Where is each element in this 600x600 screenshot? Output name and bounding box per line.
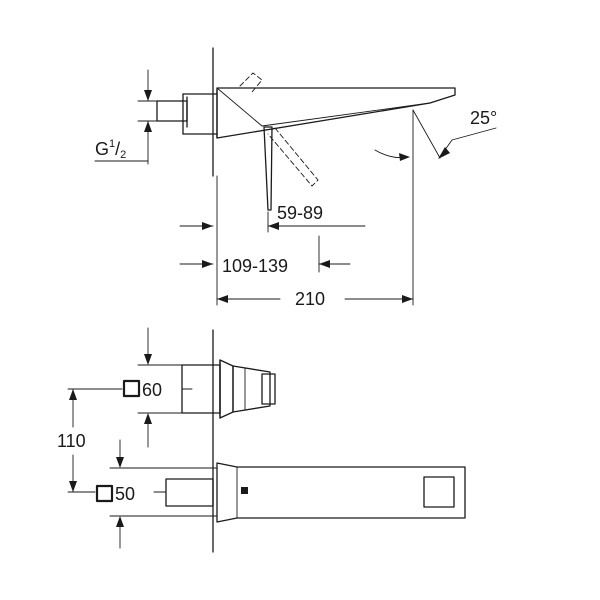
dimension-59-89: 59-89 [179, 203, 366, 233]
spout-side [216, 87, 456, 139]
handle-front [181, 359, 276, 419]
handle-size-dimension: 60 [67, 327, 193, 448]
front-view: 60 50 1 [57, 327, 466, 553]
wall-section-bottom [212, 329, 214, 553]
thread-label: G1/2 [95, 138, 126, 161]
inlet-pipe [156, 89, 218, 139]
wall-section-top [212, 47, 214, 177]
vertical-spacing-label: 110 [57, 431, 86, 451]
angle-annotation: 25° [374, 108, 497, 306]
side-view: G1/2 25° 59-89 109-139 [94, 47, 497, 309]
dimension-210-label: 210 [295, 289, 325, 309]
spout-size-dimension: 50 [95, 439, 218, 549]
lever-handle [239, 72, 319, 211]
vertical-spacing-dimension: 110 [57, 388, 96, 493]
spout-size-label: 50 [115, 484, 135, 504]
spout-front [165, 462, 466, 523]
dimension-59-89-label: 59-89 [277, 203, 323, 223]
dimension-109-139: 109-139 [179, 235, 351, 276]
dimension-109-139-label: 109-139 [222, 256, 288, 276]
dimension-210: 210 [216, 175, 414, 309]
handle-size-label: 60 [142, 380, 162, 400]
thread-dimension: G1/2 [94, 69, 158, 165]
angle-label: 25° [470, 108, 497, 128]
